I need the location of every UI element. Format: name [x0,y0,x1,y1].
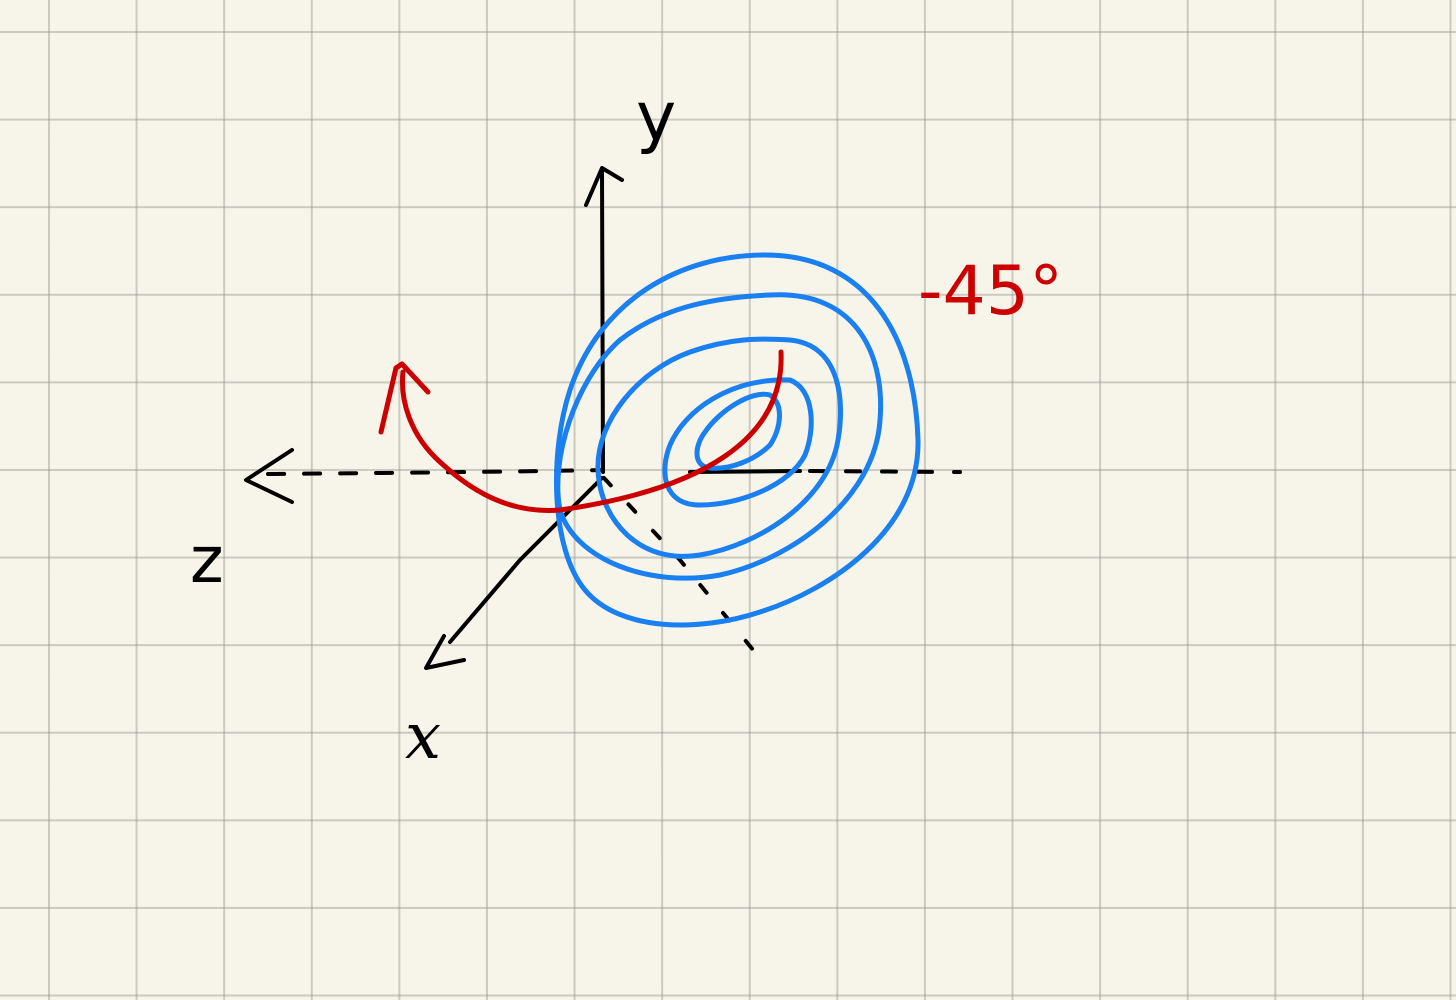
contour-lines [554,252,921,628]
contour-ring-1 [554,252,921,628]
contour-ring-5 [694,391,782,471]
rotation-angle-label: -45° [918,252,1063,331]
contour-ring-2 [555,292,884,581]
curved-arrow-icon [378,361,431,435]
y-axis [584,166,624,474]
rotation-arrow [378,349,784,513]
z-axis [244,448,962,504]
contour-ring-4 [662,377,814,508]
z-axis-label: z [190,524,224,598]
x-axis-label: x [405,700,441,774]
y-axis-label: y [636,78,676,157]
contour-ring-3 [595,336,844,559]
